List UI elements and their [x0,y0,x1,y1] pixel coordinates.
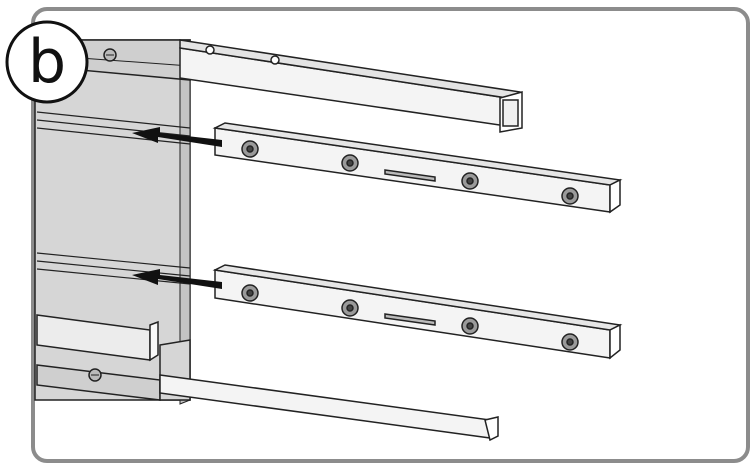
bottom-tube [159,374,499,442]
panel-slot-upper [36,111,191,145]
panel-slot-lower [36,252,191,285]
arrow-left-icon [132,127,222,147]
upper-rail [212,122,623,214]
nut-icon [241,140,579,205]
step-label: b [28,27,66,97]
lower-rail [212,264,623,360]
nut-icon [241,284,579,351]
rail-slot [384,169,436,182]
step-badge: b [5,20,89,104]
screw-icon [88,368,102,382]
screw-icon [103,48,117,62]
top-square-tube [179,39,523,133]
rail-slot [384,313,436,326]
arrow-left-icon [132,269,222,289]
